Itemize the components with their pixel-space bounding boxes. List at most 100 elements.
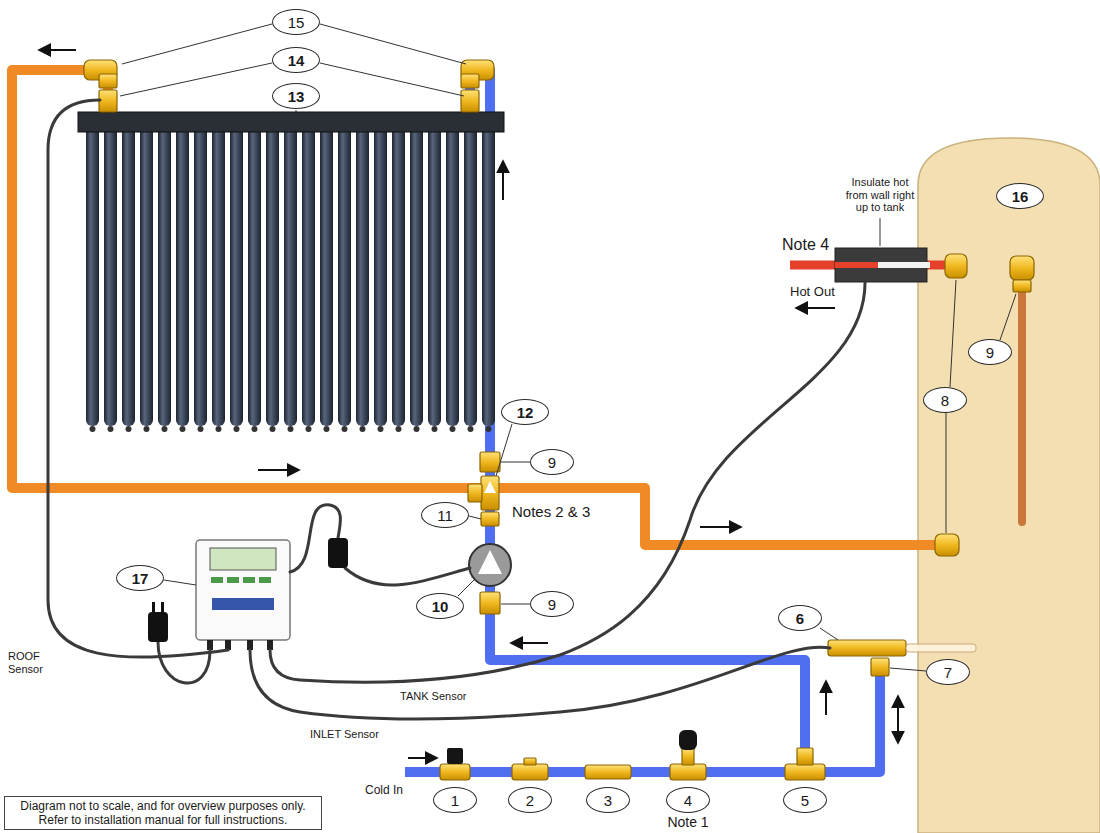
label-box: Note 4 [782,236,829,254]
brass-fittings-part [670,764,706,780]
pipes-part [1018,282,1026,522]
pipes-part [405,676,880,772]
leader-lines-part [320,63,464,96]
brass-fittings-part [481,512,499,526]
callout-number: 2 [526,793,534,808]
callout-oval: 12 [501,399,549,425]
label-box: Insulate hot from wall right up to tank [840,176,920,214]
power-plugs-part [152,602,155,613]
note-label: Note 4 [782,236,829,253]
callout-number: 8 [941,393,949,408]
leader-lines-part [501,604,530,605]
callout-oval: 11 [421,502,469,528]
leader-lines-part [1000,294,1016,340]
callout-oval: 14 [272,47,320,73]
flow-label: Cold In [365,783,403,797]
brass-fittings-part [1013,280,1031,292]
callout-number: 1 [451,793,459,808]
sensor-and-power-cables-part [250,647,830,719]
callout-number: 5 [801,793,809,808]
brass-fittings-part [871,658,889,676]
valve-handles-part [447,748,463,764]
callout-oval: 10 [416,593,464,619]
leader-lines-part [950,280,956,387]
brass-fittings-part [461,90,479,112]
sensor-and-power-cables [48,100,865,719]
leader-lines-part [469,516,481,519]
sensor-and-power-cables-part [270,283,865,682]
sensor-label: ROOF Sensor [8,650,43,675]
label-box: INLET Sensor [310,728,379,741]
leader-lines-part [496,424,512,476]
pipes [12,70,1022,772]
callout-oval: 9 [530,591,574,617]
note-label: Notes 2 & 3 [512,503,590,520]
callout-oval: 9 [530,449,574,475]
power-plugs [148,538,348,642]
callout-oval: 17 [116,565,164,591]
flow-arrows [40,50,898,758]
callout-oval: 8 [923,387,967,413]
callout-number: 13 [288,89,305,104]
flow-arrows-part [502,162,504,200]
sensor-and-power-cables-part [345,568,470,585]
controller-part [243,577,255,583]
power-plugs-part [328,538,348,568]
callout-number: 11 [437,508,453,523]
leader-lines-part [501,462,530,463]
leader-lines-part [164,580,196,585]
label-box: Note 1 [667,814,708,830]
callout-oval: 3 [586,787,630,813]
storage-tank [918,138,1100,833]
solar-collector [78,112,504,440]
brass-fittings-part [440,764,470,780]
brass-fittings-part [461,74,479,88]
brass-fittings-part [585,765,631,779]
brass-fittings-part [480,452,500,472]
sensor-label: TANK Sensor [400,690,466,702]
controller-part [211,577,223,583]
solar-collector-part [78,112,504,132]
leader-lines-part [946,413,947,533]
leader-lines [120,24,1016,671]
valve-handles [447,730,697,764]
callout-number: 9 [986,345,994,360]
callout-number: 6 [796,611,804,626]
brass-fittings-part [935,534,959,556]
leader-lines-part [880,218,881,246]
label-box: TANK Sensor [400,690,466,703]
callout-oval: 9 [968,339,1012,365]
tank-sensor-pocket [906,644,976,652]
note-box: Diagram not to scale, and for overview p… [4,796,322,830]
storage-tank-part [918,138,1100,833]
pump-symbol [469,544,511,586]
callout-number: 12 [517,405,534,420]
label-box: ROOF Sensor [8,650,56,675]
check-valve-mark [484,481,496,493]
callout-oval: 6 [778,605,822,631]
controller-part [259,577,271,583]
callout-number: 16 [1012,189,1029,204]
solar-collector-part [84,120,498,440]
brass-fittings-part [480,592,500,614]
flow-arrows-part [825,682,827,715]
controller-part [227,577,239,583]
callout-number: 7 [944,665,952,680]
label-box: Cold In [365,784,403,798]
brass-fittings-part [945,254,967,278]
hot-pipe-insulation [835,248,930,282]
brass-fittings-part [512,764,548,780]
brass-fittings-part [828,640,906,656]
brass-fittings-part [1010,256,1034,280]
pipes-part [12,70,935,545]
flow-arrows-part [700,526,740,528]
controller-part [225,640,231,650]
label-box: Notes 2 & 3 [512,503,590,520]
pipes-part [470,70,805,764]
brass-fittings [84,60,1034,780]
brass-fittings-part [785,764,825,780]
flow-arrows-part [797,307,835,309]
callout-number: 14 [288,53,305,68]
controller-part [210,548,276,570]
